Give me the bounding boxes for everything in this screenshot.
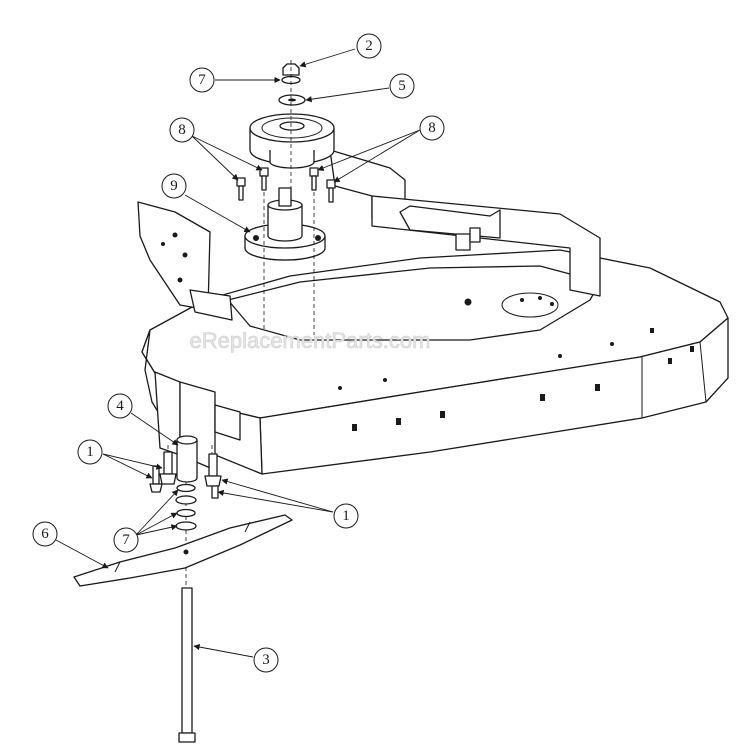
- callout-4-label: 4: [116, 398, 124, 414]
- callout-5: 5: [305, 73, 415, 103]
- callout-8-right-label: 8: [428, 120, 436, 136]
- pulley: [249, 113, 335, 169]
- callout-8-left: 8: [169, 117, 263, 181]
- callout-2-label: 2: [365, 38, 373, 54]
- callout-1-left: 1: [77, 439, 163, 479]
- callout-1-left-label: 1: [86, 444, 94, 460]
- top-hardware: [278, 63, 306, 106]
- callout-7-top: 7: [189, 67, 281, 93]
- callout-5-label: 5: [398, 78, 406, 94]
- callout-3: 3: [193, 643, 279, 673]
- blade: [73, 514, 293, 587]
- lower-bolts: [149, 451, 222, 499]
- mower-deck: [141, 249, 729, 475]
- callout-9-label: 9: [170, 178, 178, 194]
- callout-7-bottom: 7: [113, 489, 179, 553]
- watermark: eReplacementParts.com: [190, 328, 431, 353]
- callout-6-label: 6: [41, 526, 49, 542]
- lower-washers: [175, 483, 197, 531]
- callout-3-label: 3: [262, 652, 270, 668]
- callout-9: 9: [161, 173, 251, 233]
- callout-4: 4: [107, 393, 179, 446]
- deck-bracket: [137, 149, 601, 321]
- callout-2: 2: [299, 33, 382, 68]
- spindle-housing: [244, 187, 326, 261]
- callout-6: 6: [32, 521, 109, 569]
- callout-8-left-label: 8: [178, 122, 186, 138]
- long-bolt: [178, 587, 196, 743]
- callout-1-right: 1: [217, 478, 359, 529]
- callout-7-top-label: 7: [198, 72, 206, 88]
- spacer-part-4: [176, 435, 198, 483]
- callout-1-right-label: 1: [342, 508, 350, 524]
- callout-8-right: 8: [317, 115, 445, 183]
- spindle-bolts: [236, 167, 336, 203]
- callout-7-bottom-label: 7: [122, 532, 130, 548]
